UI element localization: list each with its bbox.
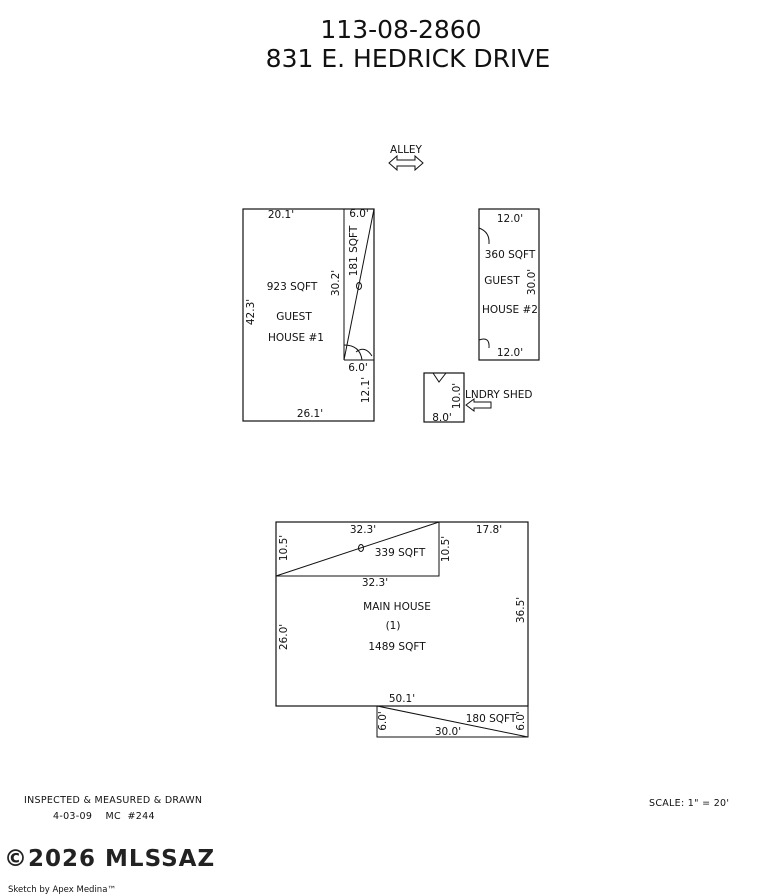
main-addition-top-diagonal xyxy=(275,521,440,577)
inspected-line-1: INSPECTED & MEASURED & DRAWN xyxy=(24,795,202,806)
gh1-addition-dim-side: 30.2' xyxy=(330,270,342,296)
gh2-dim-bottom: 12.0' xyxy=(497,347,523,359)
gh1-addition-dim-bottom: 6.0' xyxy=(348,362,368,374)
addition-marker-icon xyxy=(356,282,362,290)
main-addition-bottom-dim-right: 6.0' xyxy=(515,711,527,731)
gh1-dim-left: 42.3' xyxy=(245,299,257,325)
gh2-dim-right: 30.0' xyxy=(526,269,538,295)
guest-house-2: 12.0' 360 SQFT GUEST 30.0' HOUSE #2 12.0… xyxy=(478,208,540,361)
main-house-number: (1) xyxy=(386,620,401,632)
main-dim-left: 26.0' xyxy=(278,624,290,650)
main-addition-top-dim-bottom: 32.3' xyxy=(362,577,388,589)
alley-label: ALLEY xyxy=(390,144,423,156)
gh1-dim-top: 20.1' xyxy=(268,209,294,221)
main-addition-bottom-dim-bottom: 30.0' xyxy=(435,726,461,738)
address-title: 831 E. HEDRICK DRIVE xyxy=(266,44,551,73)
gh2-name-line2: HOUSE #2 xyxy=(482,304,538,316)
main-addition-bottom-outline xyxy=(376,705,529,738)
scale-label: SCALE: 1" = 20' xyxy=(649,798,729,809)
gh1-name-line1: GUEST xyxy=(276,311,312,323)
main-addition-top-dim-left: 10.5' xyxy=(278,535,290,561)
guest-house-1-outline xyxy=(242,208,375,422)
door-swing-icon xyxy=(355,348,373,357)
gh2-name-line1: GUEST xyxy=(484,275,520,287)
guest-house-2-outline xyxy=(478,208,540,361)
main-house-name: MAIN HOUSE xyxy=(363,601,431,613)
main-addition-top-dim-right: 10.5' xyxy=(440,536,452,562)
laundry-shed: 10.0' 8.0' LNDRY SHED xyxy=(423,372,532,424)
door-swing-icon xyxy=(343,344,363,361)
shed-dim-bottom: 8.0' xyxy=(432,412,452,424)
shed-dim-side: 10.0' xyxy=(451,383,463,409)
inspected-line-2: 4-03-09 MC #244 xyxy=(53,811,155,822)
gh1-name-line2: HOUSE #1 xyxy=(268,332,324,344)
gh2-area: 360 SQFT xyxy=(485,249,536,261)
main-dim-right: 36.5' xyxy=(515,597,527,623)
double-arrow-icon xyxy=(388,154,424,172)
gh1-area: 923 SQFT xyxy=(267,281,318,293)
gh1-dim-bottom: 26.1' xyxy=(297,408,323,420)
door-swing-icon xyxy=(432,372,447,383)
main-dim-bottom: 50.1' xyxy=(389,693,415,705)
door-swing-icon xyxy=(478,227,490,245)
guest-house-1: 20.1' 6.0' 181 SQFT 30.2' 923 SQFT GUEST… xyxy=(242,208,375,422)
parcel-number: 113-08-2860 xyxy=(320,15,481,44)
main-dim-top-right: 17.8' xyxy=(476,524,502,536)
main-house-area: 1489 SQFT xyxy=(368,641,426,653)
door-swing-icon xyxy=(478,338,490,349)
main-addition-bottom-area: 180 SQFT xyxy=(466,713,517,725)
gh1-addition-dim-top: 6.0' xyxy=(349,208,369,220)
main-addition-top-area: 339 SQFT xyxy=(375,547,426,559)
mls-watermark: ©2026 MLSSAZ xyxy=(4,846,215,872)
shed-label: LNDRY SHED xyxy=(465,389,532,401)
software-credit: Sketch by Apex Medina™ xyxy=(8,885,116,895)
main-addition-top-dim-top: 32.3' xyxy=(350,524,376,536)
gh2-dim-top: 12.0' xyxy=(497,213,523,225)
gh1-addition-area: 181 SQFT xyxy=(348,225,360,276)
gh1-dim-right-lower: 12.1' xyxy=(360,377,372,403)
addition-marker-icon xyxy=(358,544,364,552)
addition-diagonal-line xyxy=(343,208,375,361)
left-arrow-icon xyxy=(465,398,492,412)
main-addition-bottom-diagonal xyxy=(376,705,529,738)
main-addition-bottom-dim-left: 6.0' xyxy=(377,711,389,731)
laundry-shed-outline xyxy=(423,372,465,423)
main-addition-top-outline xyxy=(275,521,440,577)
main-house: 32.3' 17.8' 10.5' 339 SQFT 10.5' 32.3' M… xyxy=(275,521,529,738)
